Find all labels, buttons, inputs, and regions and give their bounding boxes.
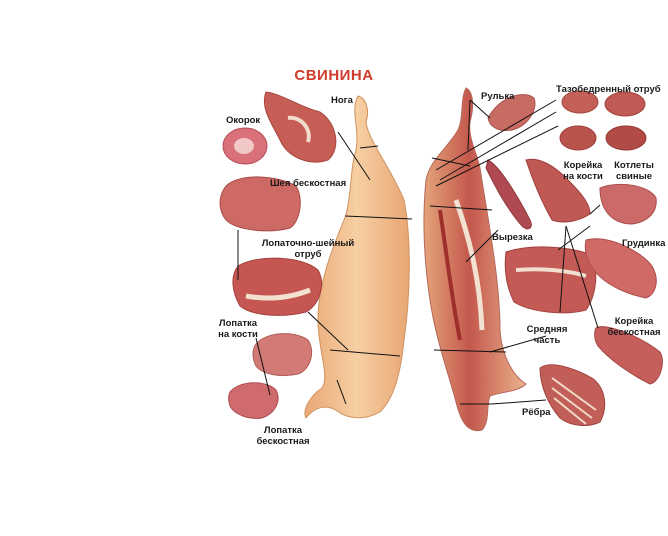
label-lopatochno: Лопаточно-шейный отруб xyxy=(248,238,368,260)
label-rebra: Рёбра xyxy=(522,407,551,418)
label-lopatka-beskostnaya-line1: Лопатка xyxy=(263,425,303,436)
label-koreika-na-kosti: Корейка на кости xyxy=(558,160,608,182)
label-kotlety-line1: Котлеты xyxy=(614,160,654,171)
label-rulka: Рулька xyxy=(481,91,515,102)
label-kotlety-line2: свиные xyxy=(615,171,653,182)
label-koreika-beskostnaya-line2: бескостная xyxy=(607,327,661,338)
label-srednyaya-chast: Средняя часть xyxy=(522,324,572,346)
label-lopatka-na-kosti-line2: на кости xyxy=(218,329,258,340)
label-lopatochno-line1: Лопаточно-шейный xyxy=(261,238,355,249)
carcass-skin-side xyxy=(304,95,413,419)
label-tazobedrenny: Тазобедренный отруб xyxy=(556,84,661,95)
label-lopatka-na-kosti-line1: Лопатка xyxy=(218,318,258,329)
label-sheya: Шея бескостная xyxy=(270,178,347,189)
label-okorok: Окорок xyxy=(226,115,261,126)
label-srednyaya-chast-line1: Средняя xyxy=(526,324,568,335)
leader-lines xyxy=(237,99,601,405)
label-koreika-beskostnaya: Корейка бескостная xyxy=(604,316,664,338)
label-kotlety: Котлеты свиные xyxy=(610,160,658,182)
label-lopatka-beskostnaya-line2: бескостная xyxy=(256,436,310,447)
label-noga: Нога xyxy=(331,95,353,106)
cut-pieces xyxy=(219,90,663,426)
label-koreika-na-kosti-line1: Корейка xyxy=(563,160,603,171)
label-srednyaya-chast-line2: часть xyxy=(533,335,561,346)
label-lopatochno-line2: отруб xyxy=(294,249,322,260)
label-koreika-beskostnaya-line1: Корейка xyxy=(614,316,654,327)
carcass-inner-side xyxy=(423,87,527,432)
label-koreika-na-kosti-line2: на кости xyxy=(563,171,603,182)
label-lopatka-beskostnaya: Лопатка бескостная xyxy=(248,425,318,447)
label-grudinka: Грудинка xyxy=(622,238,666,249)
diagram-title: СВИНИНА xyxy=(294,67,374,84)
label-vyrezka: Вырезка xyxy=(492,232,533,243)
label-lopatka-na-kosti: Лопатка на кости xyxy=(208,318,268,340)
